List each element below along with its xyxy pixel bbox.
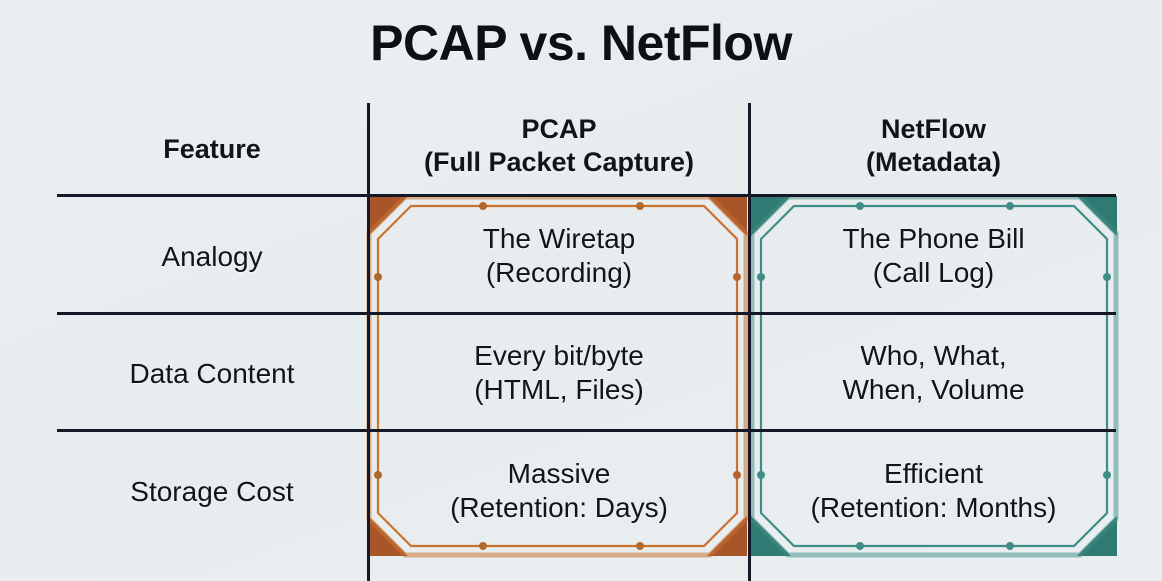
pcap-frame-node-bottom-right [636,542,644,550]
cell-netflow-analogy: The Phone Bill (Call Log) [751,222,1116,290]
netflow-frame-node-top-right [1006,202,1014,210]
row-label-storage-cost: Storage Cost [130,476,294,507]
pcap-frame-node-top-right [636,202,644,210]
table-rule-row-1 [57,312,1116,315]
cell-pcap-analogy-line1: The Wiretap [482,223,636,254]
column-header-netflow: NetFlow (Metadata) [751,113,1116,179]
pcap-frame-node-bottom-left [479,542,487,550]
table-column-divider-2 [748,103,751,581]
cell-netflow-storage-cost-line1: Efficient [883,458,984,489]
table-rule-header [57,194,1116,197]
cell-pcap-storage-cost-line2: (Retention: Days) [450,492,668,524]
cell-pcap-data-content: Every bit/byte (HTML, Files) [370,339,748,407]
page-title: PCAP vs. NetFlow [370,15,792,71]
cell-netflow-storage-cost: Efficient (Retention: Months) [751,457,1116,525]
cell-netflow-storage-cost-line2: (Retention: Months) [810,492,1057,524]
row-label-analogy: Analogy [161,241,263,272]
netflow-frame-node-top-left [856,202,864,210]
column-header-netflow-subtitle: (Metadata) [865,146,1001,177]
cell-netflow-analogy-line1: The Phone Bill [842,223,1025,254]
column-header-pcap-subtitle: (Full Packet Capture) [423,146,695,177]
cell-netflow-data-content-line2: When, Volume [842,374,1025,406]
column-header-pcap-title: PCAP [521,114,597,144]
table-rule-row-2 [57,429,1116,432]
cell-netflow-data-content: Who, What, When, Volume [751,339,1116,407]
column-header-feature: Feature [163,134,261,164]
cell-pcap-analogy: The Wiretap (Recording) [370,222,748,290]
table-column-divider-1 [367,103,370,581]
cell-pcap-storage-cost-line1: Massive [507,458,611,489]
column-header-netflow-title: NetFlow [881,114,986,144]
cell-pcap-data-content-line1: Every bit/byte [474,340,644,371]
netflow-frame-node-bottom-left [856,542,864,550]
row-label-data-content: Data Content [129,358,295,389]
cell-pcap-data-content-line2: (HTML, Files) [474,374,644,406]
cell-pcap-storage-cost: Massive (Retention: Days) [370,457,748,525]
netflow-frame-node-bottom-right [1006,542,1014,550]
column-header-pcap: PCAP (Full Packet Capture) [370,113,748,179]
pcap-frame-node-top-left [479,202,487,210]
cell-netflow-data-content-line1: Who, What, [860,340,1007,371]
cell-pcap-analogy-line2: (Recording) [485,257,633,289]
cell-netflow-analogy-line2: (Call Log) [872,257,995,289]
